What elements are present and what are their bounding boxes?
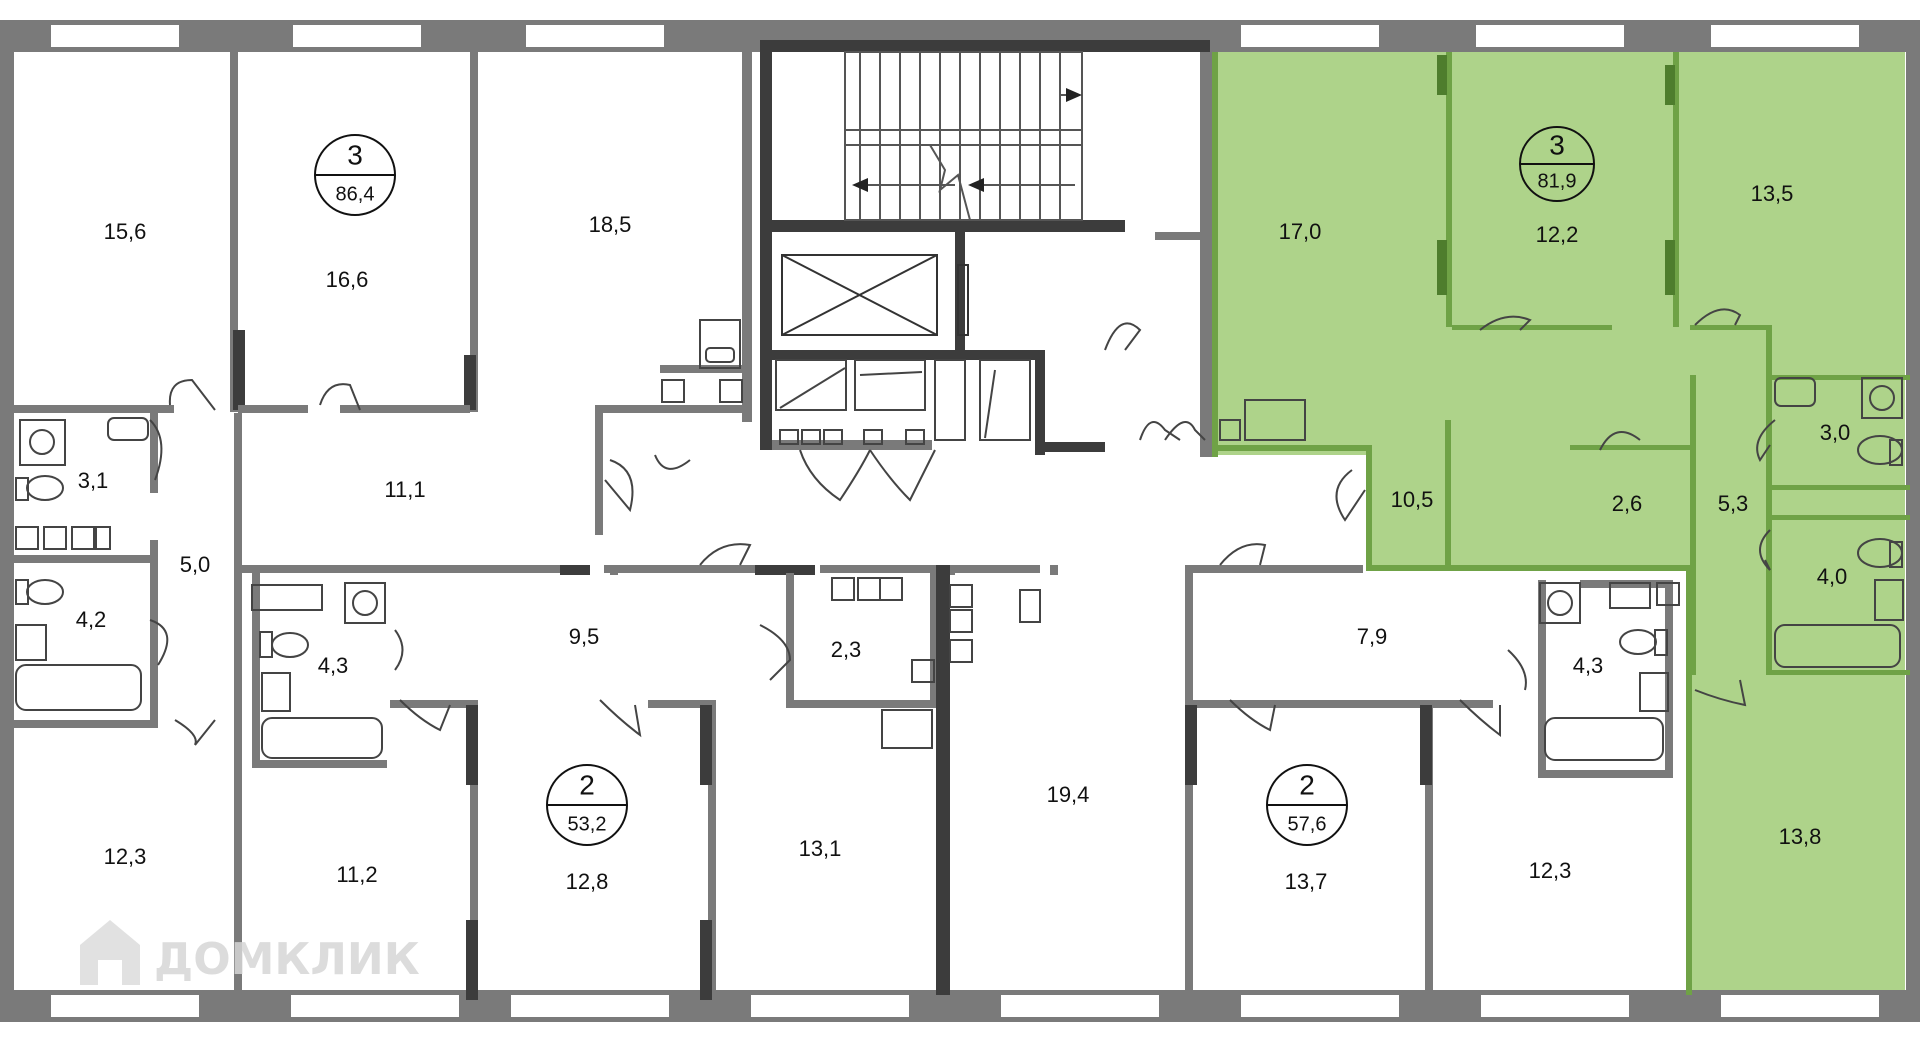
- room-area-label: 13,1: [799, 836, 842, 861]
- room-area-label: 12,2: [1536, 222, 1579, 247]
- apartment-badge[interactable]: 3 86,4: [314, 134, 396, 216]
- apartment-area: 53,2: [568, 813, 607, 835]
- room-labels: 15,6 16,6 18,5 3,1 11,1 5,0 4,2 4,3 9,5 …: [76, 181, 1851, 894]
- apartment-area: 81,9: [1538, 170, 1577, 192]
- watermark: ДОМКЛИК: [80, 920, 420, 985]
- room-area-label: 18,5: [589, 212, 632, 237]
- apartment-badge[interactable]: 3 81,9: [1519, 126, 1595, 202]
- apartment-rooms: 3: [347, 139, 363, 170]
- room-area-label: 4,3: [1573, 653, 1604, 678]
- apartment-rooms: 2: [1299, 769, 1315, 800]
- staircase: [844, 51, 1083, 221]
- room-area-label: 4,2: [76, 607, 107, 632]
- apartment-rooms: 2: [579, 769, 595, 800]
- utility-cabinets: [15, 359, 1680, 683]
- room-area-label: 2,3: [831, 637, 862, 662]
- room-area-label: 13,5: [1751, 181, 1794, 206]
- room-area-label: 5,0: [180, 552, 211, 577]
- apartment-badge[interactable]: 2 57,6: [1266, 764, 1348, 846]
- apartment-area: 57,6: [1288, 813, 1327, 835]
- room-area-label: 12,8: [566, 869, 609, 894]
- room-area-label: 17,0: [1279, 219, 1322, 244]
- room-area-label: 12,3: [1529, 858, 1572, 883]
- room-area-label: 12,3: [104, 844, 147, 869]
- doors: [149, 308, 1776, 746]
- plumbing-fixtures: [15, 319, 1904, 761]
- room-area-label: 19,4: [1047, 782, 1090, 807]
- room-area-label: 11,1: [384, 477, 425, 502]
- room-area-label: 7,9: [1357, 624, 1388, 649]
- house-logo-icon: [80, 920, 140, 985]
- outer-walls: [0, 20, 1920, 1022]
- room-area-label: 4,0: [1817, 564, 1848, 589]
- room-area-label: 11,2: [336, 862, 377, 887]
- room-area-label: 13,8: [1779, 824, 1822, 849]
- elevator-shaft: [781, 254, 969, 336]
- room-area-label: 4,3: [318, 653, 349, 678]
- apartment-area: 86,4: [336, 183, 375, 205]
- room-area-label: 5,3: [1718, 491, 1749, 516]
- apartment-rooms: 3: [1549, 129, 1565, 160]
- room-area-label: 15,6: [104, 219, 147, 244]
- room-area-label: 3,1: [78, 468, 109, 493]
- highlighted-apartment[interactable]: [1212, 52, 1905, 990]
- stair-arrows: [852, 88, 1082, 192]
- room-area-label: 13,7: [1285, 869, 1328, 894]
- room-area-label: 9,5: [569, 624, 600, 649]
- watermark-text: ДОМКЛИК: [154, 934, 420, 985]
- apartment-badge[interactable]: 2 53,2: [546, 764, 628, 846]
- room-area-label: 10,5: [1391, 487, 1434, 512]
- room-area-label: 2,6: [1612, 491, 1643, 516]
- room-area-label: 3,0: [1820, 420, 1851, 445]
- room-area-label: 16,6: [326, 267, 369, 292]
- interior-walls: [14, 40, 1910, 1003]
